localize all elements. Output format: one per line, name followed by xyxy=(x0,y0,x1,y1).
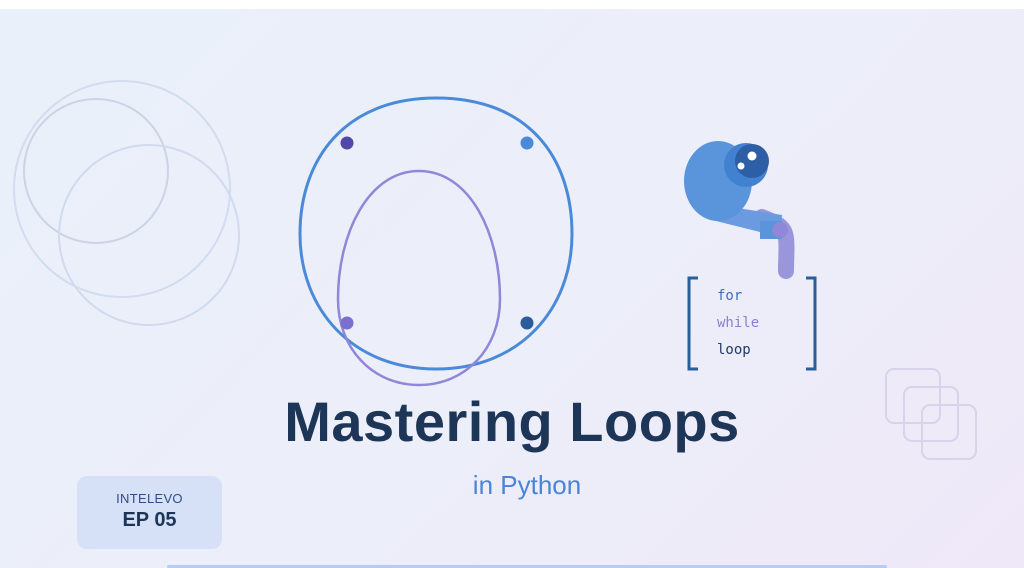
keyword-for: for xyxy=(717,288,743,304)
loop-node-bottom-right xyxy=(520,316,534,330)
loop-node-top-left xyxy=(340,136,354,150)
stacked-squares-decoration xyxy=(885,368,977,460)
episode-badge: INTELEVO EP 05 xyxy=(77,476,222,549)
loop-node-bottom-left xyxy=(340,316,354,330)
episode-number: EP 05 xyxy=(122,509,177,531)
page-subtitle: in Python xyxy=(472,470,582,500)
code-brackets xyxy=(687,276,817,371)
keyword-while: while xyxy=(717,315,760,331)
overlapping-circles-decoration xyxy=(13,80,240,326)
page-title: Mastering Loops xyxy=(284,390,740,453)
inner-loop-path xyxy=(336,169,502,387)
loop-node-top-right xyxy=(520,136,534,150)
outer-loop-path xyxy=(298,96,574,371)
brand-label: INTELEVO xyxy=(116,491,183,506)
thumbnail-slide: for while loop Mastering Loops in Python… xyxy=(0,9,1024,568)
bottom-accent-line xyxy=(167,565,887,568)
python-snake-icon xyxy=(684,141,795,279)
keyword-loop: loop xyxy=(717,342,751,358)
decorative-artwork xyxy=(13,80,977,460)
loop-diagram xyxy=(298,96,574,387)
